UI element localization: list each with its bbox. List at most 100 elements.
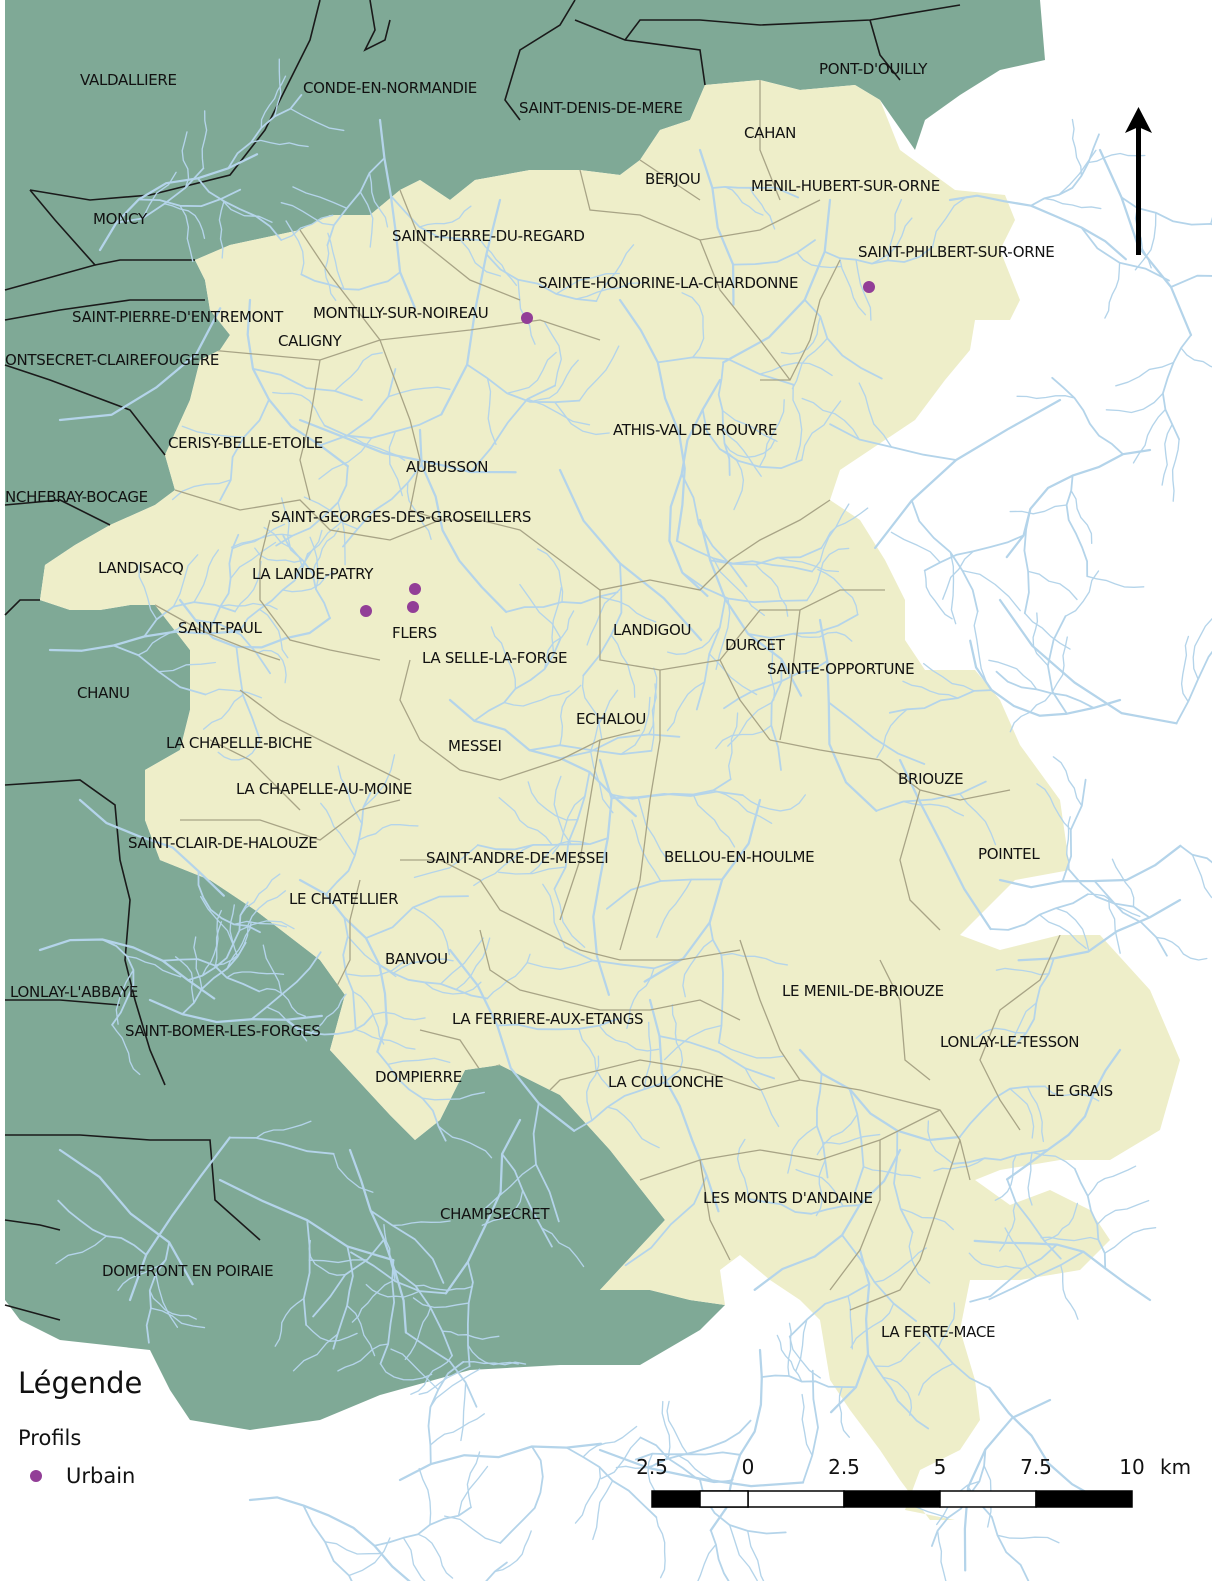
river bbox=[695, 598, 727, 711]
river bbox=[302, 1504, 353, 1581]
commune-label: BERJOU bbox=[645, 170, 701, 188]
river bbox=[421, 1091, 485, 1101]
river bbox=[254, 547, 304, 563]
river bbox=[527, 781, 579, 821]
scale-segment bbox=[699, 1490, 749, 1508]
river bbox=[668, 378, 722, 598]
river bbox=[747, 1198, 861, 1215]
river bbox=[848, 1088, 865, 1193]
river bbox=[308, 1259, 368, 1264]
urban-point bbox=[360, 605, 372, 617]
river bbox=[274, 58, 282, 118]
river bbox=[98, 153, 259, 252]
river bbox=[988, 1386, 1102, 1502]
river bbox=[553, 771, 591, 890]
river bbox=[1080, 226, 1170, 282]
commune-label: LE CHATELLIER bbox=[289, 890, 398, 908]
river bbox=[519, 583, 562, 639]
river bbox=[58, 1148, 194, 1286]
neighbor-borders bbox=[4, 0, 961, 1321]
river bbox=[553, 888, 586, 948]
river bbox=[247, 890, 287, 927]
commune-label: SAINT-PIERRE-DU-REGARD bbox=[392, 227, 585, 245]
commune-label: BANVOU bbox=[385, 950, 448, 968]
river bbox=[1180, 635, 1190, 703]
river bbox=[671, 1004, 684, 1071]
river bbox=[758, 399, 785, 468]
scale-unit: km bbox=[1160, 1455, 1191, 1479]
river bbox=[692, 793, 736, 848]
scale-tick-label: 2.5 bbox=[636, 1455, 668, 1479]
river bbox=[365, 1283, 421, 1298]
river bbox=[112, 644, 207, 696]
river bbox=[440, 198, 502, 416]
river bbox=[503, 690, 570, 707]
river bbox=[181, 131, 190, 189]
river bbox=[1027, 570, 1078, 601]
river bbox=[908, 1231, 931, 1284]
river bbox=[747, 613, 859, 639]
river bbox=[1161, 423, 1173, 486]
river bbox=[847, 1295, 853, 1350]
river bbox=[494, 1530, 532, 1573]
river bbox=[369, 1209, 445, 1284]
river bbox=[708, 921, 724, 1044]
river bbox=[910, 499, 979, 613]
river bbox=[38, 938, 216, 1000]
river bbox=[667, 626, 721, 655]
river bbox=[228, 1136, 335, 1155]
river bbox=[899, 1208, 954, 1231]
commune-label: PONT-D'OUILLY bbox=[819, 60, 928, 78]
river bbox=[573, 1069, 681, 1132]
legend-group-profils: Profils bbox=[18, 1426, 82, 1450]
river bbox=[348, 1148, 408, 1334]
river bbox=[252, 367, 363, 401]
river bbox=[57, 1199, 148, 1256]
river bbox=[193, 936, 203, 990]
commune-label: MENIL-HUBERT-SUR-ORNE bbox=[751, 177, 940, 195]
river bbox=[942, 550, 975, 600]
river bbox=[873, 1247, 927, 1283]
river bbox=[78, 798, 225, 897]
river bbox=[246, 298, 349, 468]
river bbox=[882, 1376, 913, 1416]
river bbox=[202, 694, 244, 730]
river bbox=[145, 1241, 171, 1344]
commune-label: SAINT-ANDRE-DE-MESSEI bbox=[426, 849, 608, 867]
river bbox=[289, 108, 345, 132]
river bbox=[115, 167, 205, 224]
scale-tick-label: 0 bbox=[742, 1455, 755, 1479]
river bbox=[281, 571, 335, 593]
river bbox=[372, 1011, 426, 1021]
river bbox=[486, 377, 497, 446]
river bbox=[418, 428, 508, 614]
river bbox=[323, 413, 443, 439]
river bbox=[219, 602, 278, 610]
river bbox=[874, 1341, 921, 1368]
river bbox=[391, 1220, 451, 1227]
commune-label: LA FERTE-MACE bbox=[881, 1323, 995, 1341]
river bbox=[368, 172, 389, 228]
river bbox=[303, 496, 359, 530]
river bbox=[648, 998, 720, 1213]
river bbox=[466, 1451, 481, 1508]
river bbox=[578, 345, 620, 402]
river bbox=[346, 1304, 376, 1357]
river bbox=[373, 1506, 472, 1547]
river bbox=[126, 955, 182, 978]
river bbox=[1004, 1227, 1038, 1277]
river bbox=[697, 1543, 717, 1581]
river bbox=[1067, 868, 1151, 919]
river bbox=[498, 797, 553, 846]
river bbox=[709, 547, 823, 566]
river bbox=[484, 1163, 537, 1210]
commune-label: LANDISACQ bbox=[98, 559, 184, 577]
commune-label: CAHAN bbox=[744, 124, 796, 142]
river bbox=[996, 1534, 1060, 1544]
river bbox=[327, 232, 345, 290]
river bbox=[250, 139, 309, 148]
river bbox=[196, 177, 283, 241]
river bbox=[444, 1118, 522, 1295]
